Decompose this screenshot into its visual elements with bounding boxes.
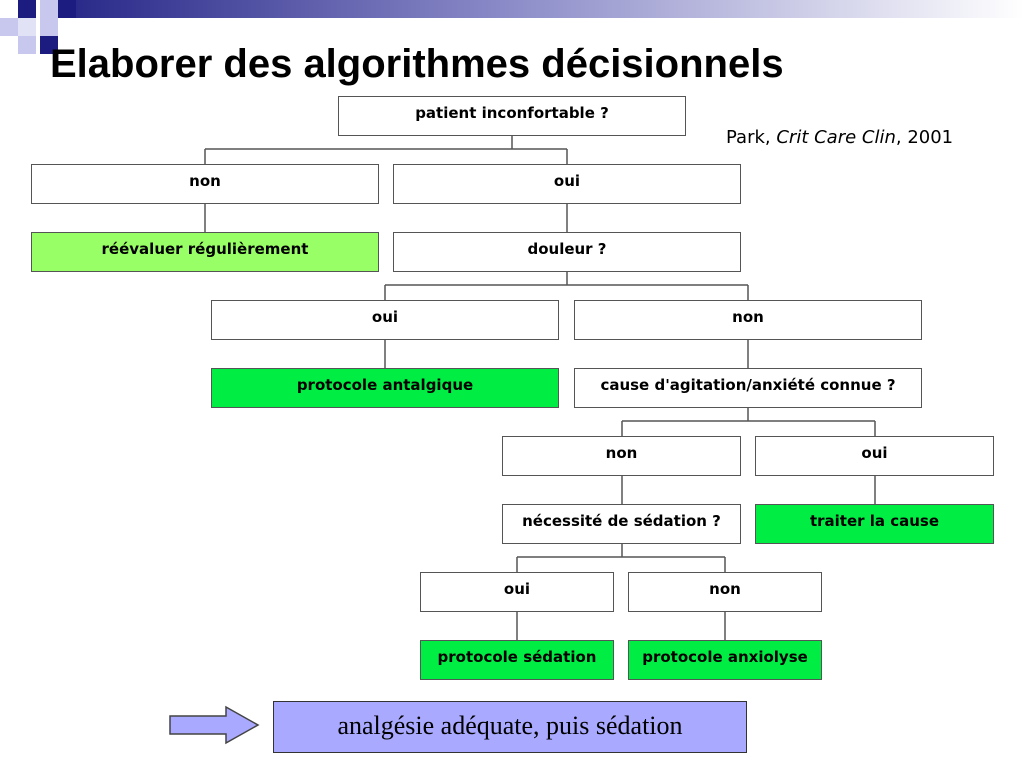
slide-corner-decoration	[0, 0, 1024, 60]
node-level1-oui: oui	[393, 164, 741, 204]
node-level4-oui: oui	[420, 572, 614, 612]
node-reevaluer-regulierement: réévaluer régulièrement	[31, 232, 379, 272]
deco-square	[40, 36, 58, 54]
deco-square	[18, 18, 36, 36]
connector-necessite	[516, 544, 726, 572]
deco-gradient-bar	[76, 0, 1024, 18]
node-level3-non: non	[502, 436, 741, 476]
deco-square	[18, 0, 36, 18]
node-level2-oui: oui	[211, 300, 559, 340]
citation-journal: Crit Care Clin	[776, 127, 896, 148]
node-protocole-anxiolyse: protocole anxiolyse	[628, 640, 822, 680]
deco-square	[40, 18, 58, 36]
node-traiter-la-cause: traiter la cause	[755, 504, 994, 544]
connector-root	[204, 135, 568, 164]
node-protocole-sedation: protocole sédation	[420, 640, 614, 680]
deco-square	[40, 0, 58, 18]
node-level1-non: non	[31, 164, 379, 204]
node-cause-agitation: cause d'agitation/anxiété connue ?	[574, 368, 922, 408]
deco-square	[0, 18, 18, 36]
node-level2-non: non	[574, 300, 922, 340]
citation: Park, Crit Care Clin, 2001	[726, 127, 953, 148]
node-patient-inconfortable: patient inconfortable ?	[338, 96, 686, 136]
connector-cause	[621, 408, 876, 436]
citation-author: Park,	[726, 127, 777, 148]
connector-douleur	[384, 271, 749, 300]
node-douleur: douleur ?	[393, 232, 741, 272]
deco-square	[58, 0, 76, 18]
citation-year: , 2001	[895, 127, 954, 148]
node-level4-non: non	[628, 572, 822, 612]
node-level3-oui: oui	[755, 436, 994, 476]
node-protocole-antalgique: protocole antalgique	[211, 368, 559, 408]
conclusion-box: analgésie adéquate, puis sédation	[273, 701, 747, 753]
slide-title: Elaborer des algorithmes décisionnels	[50, 42, 784, 86]
deco-square	[18, 36, 36, 54]
node-necessite-sedation: nécessité de sédation ?	[502, 504, 741, 544]
right-arrow-icon	[169, 705, 260, 745]
